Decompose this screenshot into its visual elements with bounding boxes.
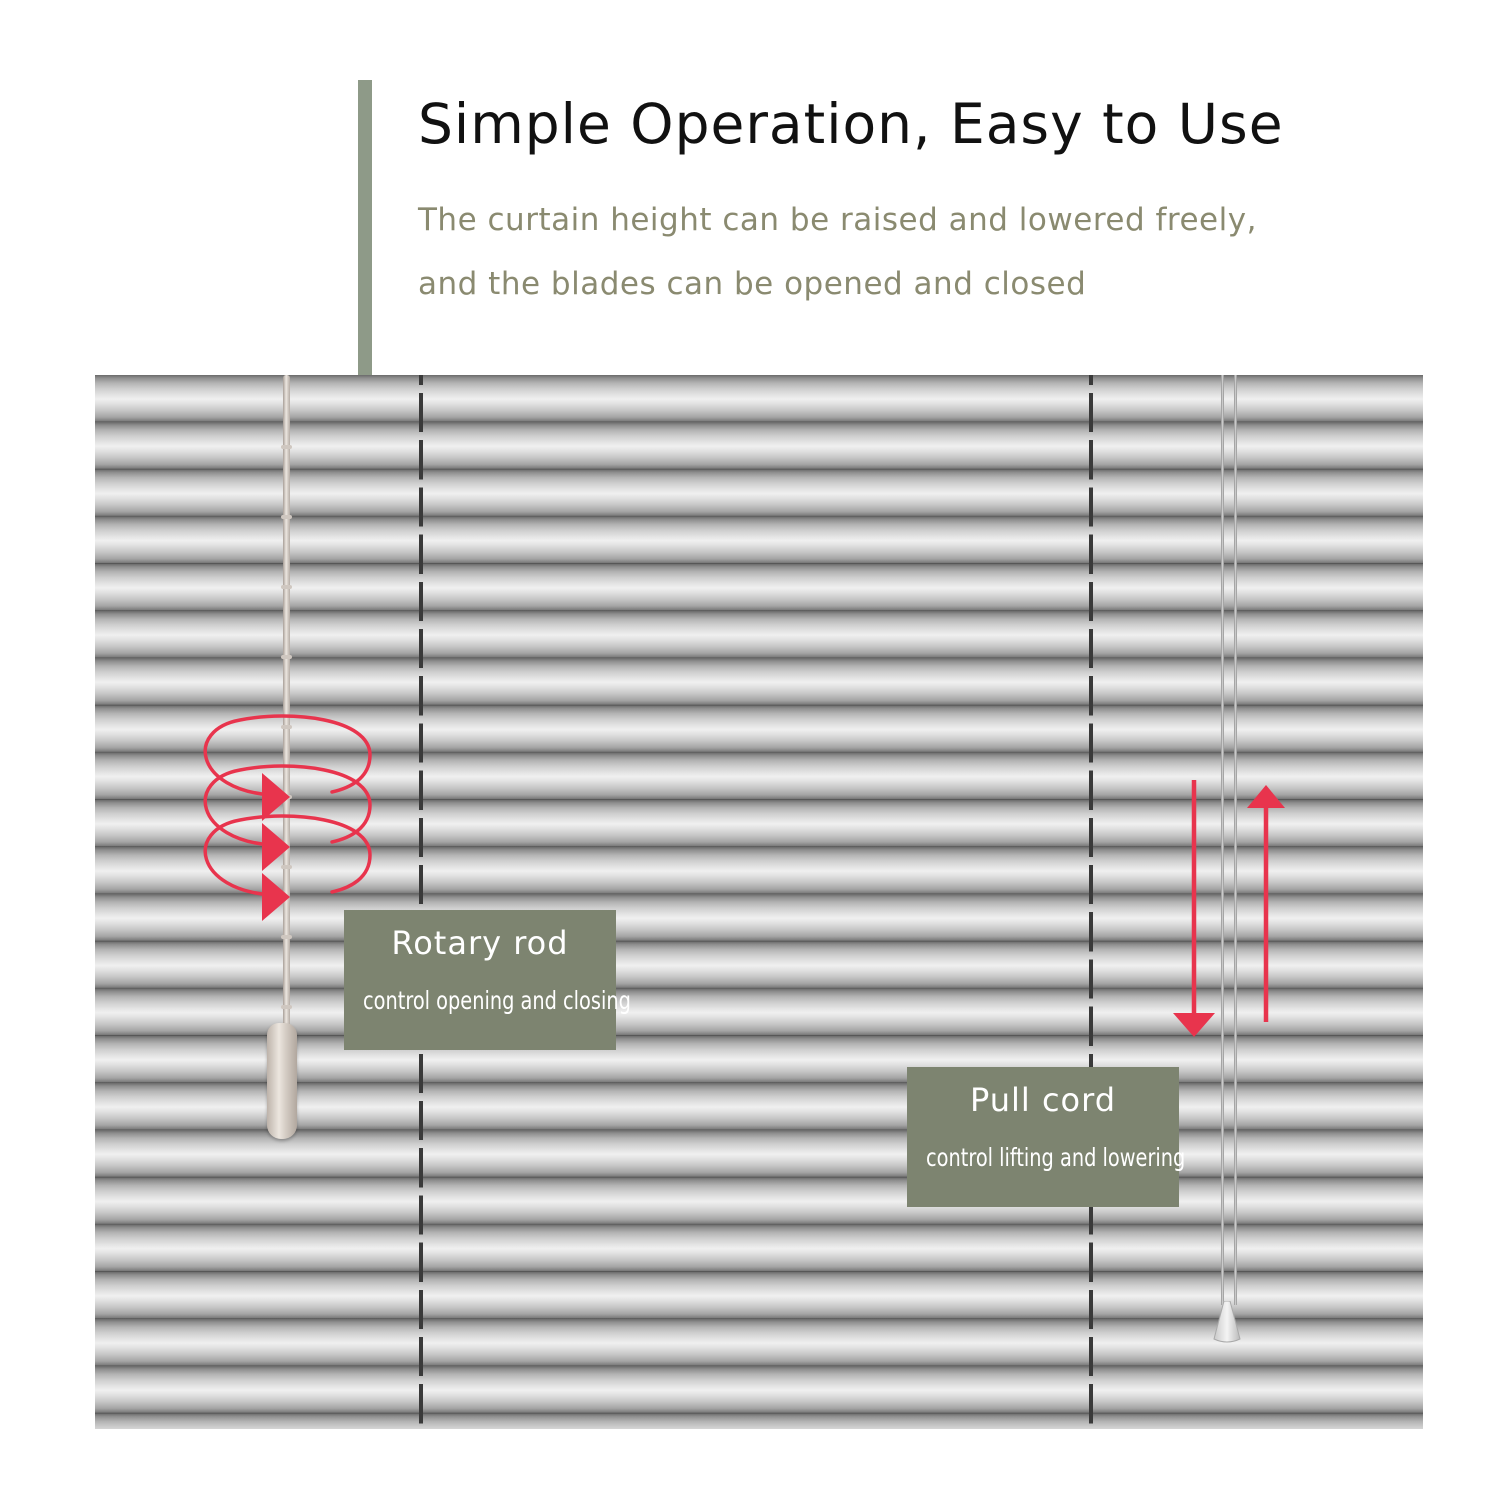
page-title: Simple Operation, Easy to Use [418,92,1284,156]
pull-cord-strand[interactable] [1234,375,1237,1305]
rotary-rod-segment [281,515,292,519]
rotary-rod-segment [281,1005,292,1009]
pull-cord-label: Pull cord control lifting and lowering [907,1067,1186,1207]
subtitle-line-1: The curtain height can be raised and low… [418,202,1257,238]
pull-cord-description: control lifting and lowering [926,1143,1186,1172]
rotary-rod-segment [281,795,292,799]
rotary-rod[interactable] [283,375,290,1095]
pull-cord-strand[interactable] [1221,375,1224,1305]
rotary-rod-segment [281,585,292,589]
rotary-rod-title: Rotary rod [391,924,569,962]
rotary-rod-label: Rotary rod control opening and closing [344,910,631,1050]
accent-bar [358,80,372,394]
rotary-rod-handle[interactable] [267,1023,297,1139]
rotary-rod-segment [281,725,292,729]
subtitle-line-2: and the blades can be opened and closed [418,266,1087,302]
rotary-rod-segment [281,865,292,869]
ladder-string-right [1089,375,1093,1429]
pull-cord-title: Pull cord [969,1081,1117,1119]
venetian-blind [95,375,1423,1429]
rotary-rod-segment [281,445,292,449]
rotary-rod-description: control opening and closing [363,986,631,1015]
rotary-rod-segment [281,935,292,939]
blind-slats [95,375,1423,1429]
rotary-rod-segment [281,655,292,659]
pull-cord-tassel[interactable] [1212,1301,1242,1343]
ladder-string-left [419,375,423,1429]
